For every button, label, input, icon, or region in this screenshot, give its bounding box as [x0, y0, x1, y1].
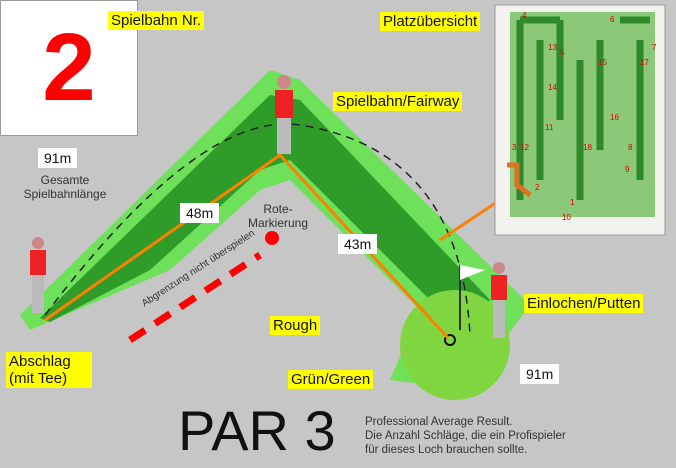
overview-hole-number: 3 [512, 143, 517, 152]
boundary-line [128, 252, 262, 343]
overview-hole-number: 13 [548, 43, 557, 52]
shot-path-dashed [44, 123, 471, 336]
overview-hole-number: 2 [535, 183, 540, 192]
overview-hole-number: 14 [548, 83, 557, 92]
overview-hole-number: 8 [628, 143, 633, 152]
course-overview-map [494, 4, 666, 236]
overview-hole-number: 12 [520, 143, 529, 152]
overview-hole-number: 1 [570, 198, 575, 207]
overview-hole-number: 10 [562, 213, 571, 222]
putting-label: Einlochen/Putten [524, 294, 644, 313]
rough-label: Rough [270, 316, 321, 335]
overview-hole-number: 5 [560, 48, 565, 57]
golfer-fairway-icon [275, 75, 293, 154]
overview-hole-number: 7 [652, 43, 657, 52]
red-marker-label: Rote-Markierung [247, 202, 309, 230]
overview-hole-number: 9 [625, 165, 630, 174]
red-marker [265, 231, 279, 245]
distance-line [44, 153, 450, 340]
overview-hole-number: 18 [583, 143, 592, 152]
golfer-tee-icon [30, 237, 46, 313]
total-length-value: 91m [38, 148, 78, 168]
flag-icon [460, 265, 485, 280]
overview-hole-number: 6 [610, 15, 615, 24]
overview-hole-number: 15 [598, 58, 607, 67]
note-line: für dieses Loch brauchen sollte. [365, 444, 528, 456]
note-line: Die Anzahl Schläge, die ein Profispieler [365, 430, 566, 442]
par-label: PAR 3 [178, 399, 336, 462]
distance-2-label: 43m [338, 234, 378, 254]
overview-hole-number: 16 [610, 113, 619, 122]
hole-cup [444, 334, 456, 346]
fairway-label: Spielbahn/Fairway [333, 92, 463, 111]
overview-hole-number: 11 [545, 123, 554, 132]
tee-label: Abschlag (mit Tee) [6, 352, 92, 388]
overview-hole-number: 17 [640, 58, 649, 67]
golfer-green-icon [491, 262, 507, 338]
par-note: Professional Average Result. Die Anzahl … [365, 415, 566, 457]
green-label: Grün/Green [288, 370, 374, 389]
overview-label: Platzübersicht [380, 12, 481, 31]
note-line: Professional Average Result. [365, 416, 513, 428]
total-length-label: Gesamte Spielbahnlänge [23, 173, 107, 201]
distance-1-label: 48m [180, 203, 220, 223]
hole-number-label: Spielbahn Nr. [108, 11, 205, 30]
length-right-value: 91m [520, 364, 560, 384]
overview-hole-number: 4 [522, 11, 527, 20]
